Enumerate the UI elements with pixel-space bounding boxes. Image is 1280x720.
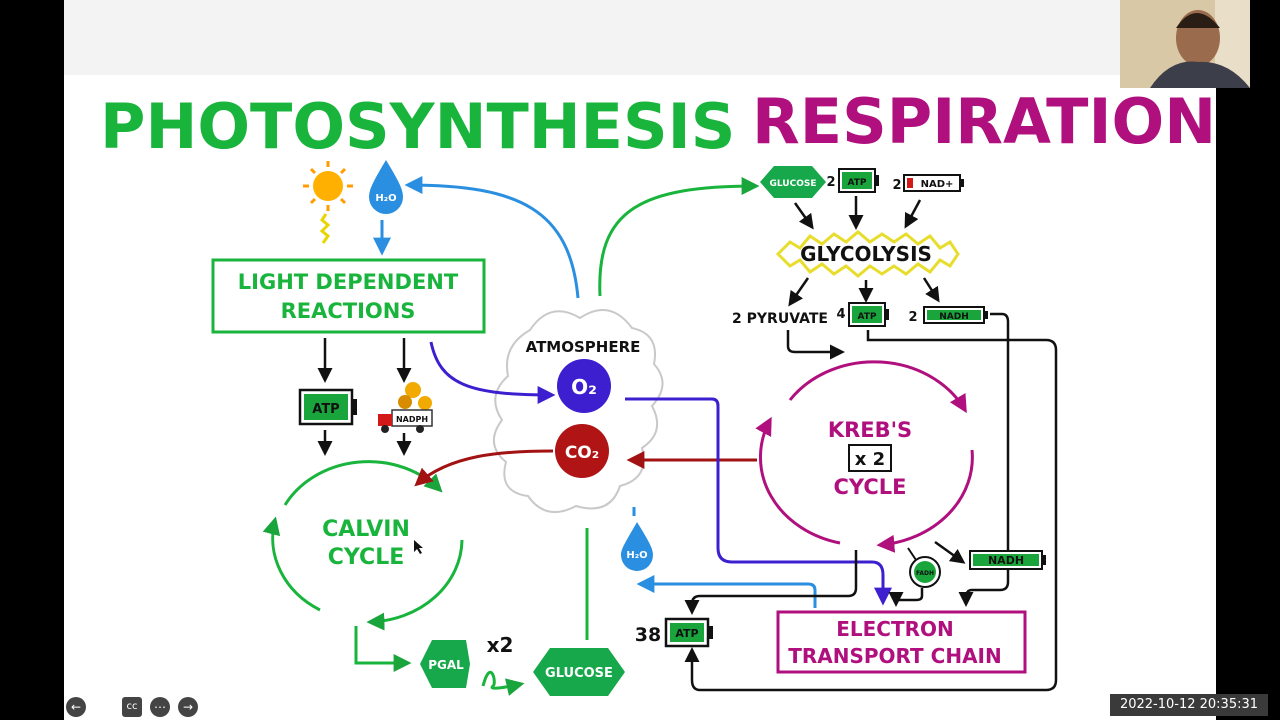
etc-label-1: ELECTRON <box>836 617 954 641</box>
svg-text:CO₂: CO₂ <box>565 443 599 463</box>
input-atp-count: 2 <box>826 175 835 190</box>
glycolysis-to-nadh-arrow <box>922 277 940 303</box>
krebs-label-1: KREB'S <box>828 418 912 442</box>
final-atp-battery-icon: ATP <box>664 617 713 648</box>
water-drop-icon: H₂O <box>369 160 403 214</box>
glucose-top-shape: GLUCOSE <box>760 166 826 198</box>
respiration-title: RESPIRATION <box>752 85 1216 158</box>
o2-icon: O₂ <box>557 359 611 413</box>
pgal-shape: PGAL <box>420 640 470 688</box>
water-drop-2-icon: H₂O <box>621 522 653 571</box>
final-atp-count: 38 <box>635 624 661 646</box>
etc-to-water-arrow <box>636 575 817 608</box>
atmosphere-label: ATMOSPHERE <box>526 338 641 356</box>
svg-text:NADPH: NADPH <box>396 415 428 424</box>
back-button[interactable]: ← <box>66 697 86 717</box>
co2-to-calvin-arrow <box>414 449 554 487</box>
svg-text:GLUCOSE: GLUCOSE <box>545 666 613 681</box>
krebs-multiplier-box <box>848 444 892 472</box>
pgal-to-glucose-arrow <box>481 670 525 696</box>
pen-tool-button[interactable]: ✎ <box>98 700 110 714</box>
o2-to-etc-arrow <box>625 397 892 606</box>
svg-text:H₂O: H₂O <box>375 193 396 204</box>
svg-text:PGAL: PGAL <box>428 658 464 672</box>
fadh-icon: FADH <box>909 556 941 588</box>
pgal-multiplier: x2 <box>487 633 514 657</box>
krebs-nadh-battery-icon: NADH <box>969 550 1046 570</box>
light-energy-squiggle <box>319 213 331 244</box>
svg-text:ATP: ATP <box>847 178 866 188</box>
forward-button[interactable]: → <box>178 697 198 717</box>
nadph-truck-icon: NADPH <box>378 382 433 433</box>
atmosphere-to-water-arrow <box>404 176 580 299</box>
svg-text:ATP: ATP <box>675 627 698 640</box>
krebs-to-nadh-arrow <box>934 540 966 564</box>
calvin-to-pgal-arrow <box>354 626 412 672</box>
calvin-label-1: CALVIN <box>322 517 410 542</box>
nad-to-glycolysis-arrow <box>904 199 922 229</box>
input-atp-battery-icon: ATP <box>838 168 879 193</box>
nadh-to-etc-arrow <box>958 570 1010 607</box>
nad-battery-icon: NAD+ <box>903 174 964 192</box>
nadh-side-line <box>990 312 1010 570</box>
atmosphere-to-glucose-arrow <box>598 177 760 297</box>
person-silhouette <box>1120 0 1250 88</box>
output-atp-count: 4 <box>836 307 845 322</box>
co2-icon: CO₂ <box>555 424 609 478</box>
etc-box <box>776 610 1027 674</box>
webcam-video <box>1120 0 1250 88</box>
output-nadh-battery-icon: NADH <box>923 306 988 324</box>
fadh-to-etc-arrow <box>888 588 924 607</box>
krebs-label-2: CYCLE <box>833 475 906 499</box>
output-atp-battery-icon: ATP <box>848 302 889 327</box>
svg-text:FADH: FADH <box>916 570 934 577</box>
photosynthesis-title: PHOTOSYNTHESIS <box>100 90 735 163</box>
atp-return-line <box>684 330 1058 692</box>
krebs-to-atp-arrow <box>684 550 858 615</box>
svg-text:NADH: NADH <box>988 554 1024 567</box>
light-reactions-box <box>211 258 486 334</box>
svg-text:O₂: O₂ <box>571 375 597 399</box>
glycolysis-burst <box>775 230 960 278</box>
more-options-button[interactable]: ⋯ <box>150 697 170 717</box>
pyruvate-to-krebs-arrow <box>786 330 845 360</box>
light-reactions-label-1: LIGHT DEPENDENT <box>238 270 459 294</box>
mouse-cursor-icon <box>414 540 423 554</box>
glycolysis-label: GLYCOLYSIS <box>800 242 932 266</box>
captions-button[interactable]: cc <box>122 697 142 717</box>
output-nadh-count: 2 <box>908 310 917 325</box>
krebs-cycle-ring <box>755 360 974 553</box>
krebs-multiplier: x 2 <box>855 449 885 470</box>
etc-label-2: TRANSPORT CHAIN <box>788 644 1002 668</box>
sun-icon <box>303 161 353 211</box>
glycolysis-to-pyruvate-arrow <box>788 277 810 307</box>
svg-text:ATP: ATP <box>857 312 876 322</box>
svg-text:H₂O: H₂O <box>626 550 647 561</box>
light-reactions-label-2: REACTIONS <box>281 299 416 323</box>
slide-top-bar <box>64 0 1216 75</box>
input-nad-count: 2 <box>892 178 901 193</box>
svg-text:GLUCOSE: GLUCOSE <box>770 179 817 189</box>
light-to-o2-arrow <box>429 341 556 404</box>
svg-text:ATP: ATP <box>312 402 339 417</box>
pyruvate-label: 2 PYRUVATE <box>732 311 828 327</box>
glucose-to-glycolysis-arrow <box>793 202 814 230</box>
glucose-bottom-shape: GLUCOSE <box>533 648 625 696</box>
atp-battery-icon: ATP <box>298 388 357 426</box>
calvin-label-2: CYCLE <box>328 545 404 570</box>
krebs-to-fadh-line <box>907 547 917 561</box>
svg-text:NADH: NADH <box>939 312 969 322</box>
timestamp: 2022-10-12 20:35:31 <box>1110 694 1268 716</box>
svg-text:NAD+: NAD+ <box>921 179 954 190</box>
